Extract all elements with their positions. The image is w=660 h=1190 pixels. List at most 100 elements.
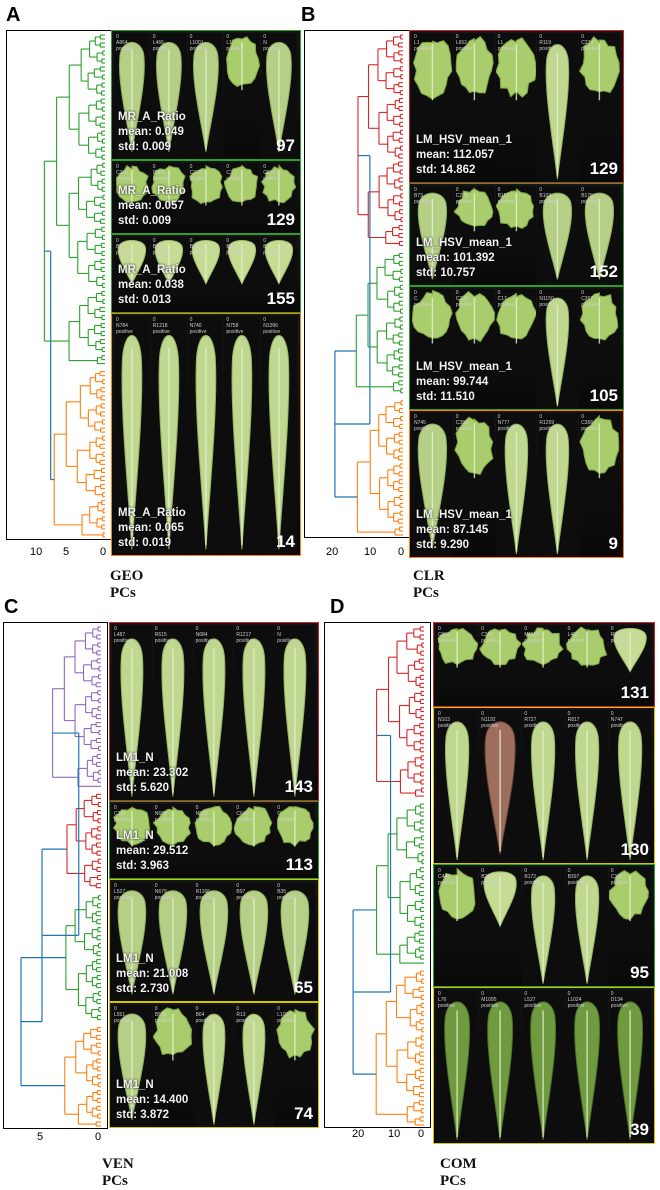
cluster-stat-std: std: 3.963 — [116, 860, 170, 872]
panel-letter: D — [330, 596, 345, 618]
lettuce-leaf-image — [224, 164, 259, 206]
lettuce-leaf-image — [546, 44, 570, 180]
lettuce-leaf-image — [417, 192, 448, 280]
cluster-stat-mean: mean: 0.057 — [118, 200, 184, 212]
lettuce-leaf-image — [226, 36, 261, 91]
leaf-thumbnail-label: 0 C440 positive — [438, 868, 455, 886]
leaf-thumbnail: 0 C440 positive — [436, 867, 479, 944]
cluster-stat-metric: LM1_N — [116, 752, 154, 764]
lettuce-leaf-image — [412, 40, 453, 101]
leaf-thumbnail-label: 0 N740 positive — [189, 317, 207, 335]
leaf-thumbnail: 0 C206 positive — [453, 186, 495, 250]
lettuce-leaf-image — [202, 1013, 225, 1125]
leaf-thumbnail: 0 C367 positive — [579, 289, 620, 366]
leaf-thumbnail: 0 L463 positive — [565, 625, 608, 685]
lettuce-leaf-image — [608, 870, 649, 922]
axis-tick-label: 10 — [30, 546, 43, 558]
cluster-stat-metric: LM_HSV_mean_1 — [416, 134, 512, 146]
lettuce-leaf-image — [158, 890, 187, 995]
lettuce-leaf-image — [455, 35, 494, 101]
lettuce-leaf-image — [412, 289, 453, 344]
lettuce-leaf-image — [617, 1001, 643, 1140]
cluster-stat-mean: mean: 99.744 — [416, 376, 489, 388]
cluster-stat-mean: mean: 29.512 — [116, 845, 189, 857]
lettuce-leaf-image — [487, 1001, 514, 1140]
lettuce-leaf-image — [417, 423, 447, 549]
leaf-thumbnail: 0 B1 positive — [261, 237, 297, 297]
leaf-thumbnail: 0 L527 positive — [522, 990, 565, 1143]
lettuce-leaf-image — [574, 875, 599, 984]
leaf-thumbnail: 0 N679 positive — [152, 882, 193, 1001]
lettuce-leaf-image — [240, 890, 269, 995]
leaf-thumbnail-label: 0 C206 positive — [455, 187, 473, 205]
leaf-thumbnail: 0 C309 positive — [150, 163, 187, 223]
leaf-thumbnail-label: 0 R817 positive — [567, 711, 585, 729]
cluster-stat-mean: mean: 23.302 — [116, 767, 189, 779]
lettuce-leaf-image — [484, 721, 516, 855]
leaf-thumbnail: 0 R13 positive — [234, 1005, 275, 1127]
leaf-thumbnail-label: 0 L652 positive — [455, 34, 473, 52]
lettuce-leaf-image — [454, 290, 495, 344]
leaf-thumbnail: 0 N758 positive — [224, 316, 261, 555]
lettuce-leaf-image — [117, 890, 147, 995]
leaf-thumbnail-label: 0 N777 positive — [497, 414, 515, 432]
panel-letter: C — [4, 596, 19, 618]
cluster-stat-metric: LM_HSV_mean_1 — [416, 237, 512, 249]
cluster-count: 152 — [589, 262, 618, 281]
lettuce-leaf-image — [115, 164, 149, 206]
panel-letter: A — [6, 4, 21, 26]
leaf-thumbnail-label: 0 N580 positive — [195, 805, 213, 823]
leaf-thumbnail: 0 R1218 positive — [150, 316, 187, 555]
leaf-blade — [152, 806, 191, 847]
cluster-count: 39 — [630, 1120, 649, 1139]
lettuce-leaf-image — [483, 871, 517, 928]
leaf-thumbnail: 0 N680 positive — [152, 804, 193, 864]
leaf-thumbnail: 0 C365 positive — [436, 625, 479, 685]
lettuce-leaf-image — [613, 627, 647, 673]
leaf-thumbnail-label: 0 B103 positive — [539, 187, 557, 205]
cluster-count: 131 — [620, 683, 649, 702]
panel-caption: VEN PCs — [102, 1156, 134, 1189]
cluster-stat-std: std: 9.290 — [416, 539, 470, 551]
lettuce-leaf-image — [504, 423, 528, 555]
leaf-blade — [226, 36, 261, 88]
dendrogram — [3, 622, 108, 1129]
leaf-thumbnail-label: 0 C3 positive — [226, 164, 244, 182]
leaf-thumbnail-label: 0 B200 positive — [481, 868, 499, 886]
lettuce-leaf-image — [579, 36, 620, 101]
leaf-thumbnail-label: 0 N positive — [263, 34, 281, 52]
cluster-stat-metric: MR_A_Ratio — [118, 264, 186, 276]
leaf-thumbnail: 0 C379 positive — [187, 163, 224, 223]
leaf-thumbnail-label: 0 C640 positive — [236, 805, 254, 823]
leaf-thumbnail-label: 0 R119 positive — [539, 34, 557, 52]
panel-caption: GEO PCs — [110, 568, 144, 601]
cluster-count: 113 — [285, 855, 313, 874]
leaf-thumbnail: 0 R615 positive — [152, 625, 193, 800]
cluster-stat-std: std: 10.757 — [416, 267, 476, 279]
leaf-thumbnail-label: 0 C366 positive — [581, 414, 599, 432]
leaf-thumbnail: 0 B157 positive — [495, 186, 537, 250]
dendrogram-svg — [334, 34, 403, 536]
leaf-thumbnail: 0 N1150 positive — [537, 289, 579, 409]
leaf-thumbnail: 0 C positive — [412, 289, 453, 366]
leaf-thumbnail: 0 C17 positive — [495, 289, 537, 366]
lettuce-leaf-image — [531, 721, 556, 860]
lettuce-leaf-image — [444, 721, 470, 860]
cluster-count: 14 — [276, 532, 295, 551]
cluster-stat-metric: LM_HSV_mean_1 — [416, 509, 512, 521]
leaf-blade — [276, 1008, 315, 1059]
leaf-thumbnail: 0 L652 positive — [453, 33, 495, 128]
leaf-thumbnail: 0 N103 positive — [436, 710, 479, 863]
dendrogram-svg — [20, 626, 101, 1127]
leaf-thumbnail-label: 0 L1024 positive — [567, 991, 585, 1009]
leaf-thumbnail-label: 0 B97 positive — [236, 883, 254, 901]
lettuce-leaf-image — [234, 806, 273, 847]
